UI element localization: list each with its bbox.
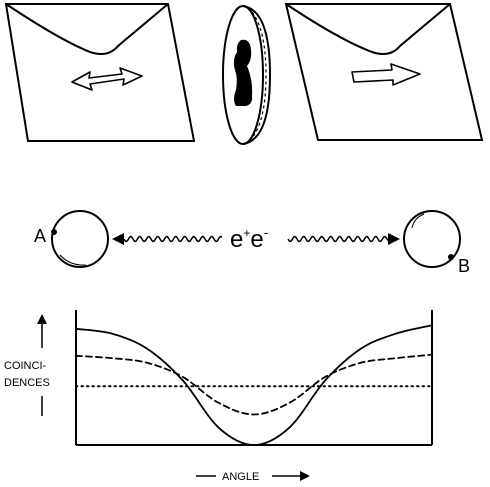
plot-frame: [75, 310, 433, 446]
left-arrowhead-icon: [112, 233, 124, 245]
point-b: [448, 254, 454, 260]
ylabel-line1: COINCI-: [4, 360, 47, 372]
pair-label: e+e-: [230, 224, 269, 253]
left-wavy-line: [123, 235, 223, 243]
double-headed-arrow-icon: [71, 67, 143, 91]
x-axis-label: ANGLE: [196, 471, 310, 483]
right-arrow-icon: [351, 63, 421, 86]
xlabel: ANGLE: [222, 471, 259, 483]
left-card: [4, 3, 196, 142]
photon-left: [112, 233, 223, 245]
curve-dashed: [75, 353, 433, 416]
plot-curves: [75, 324, 433, 446]
coin-rim: [242, 5, 272, 145]
left-card-outline: [4, 3, 196, 142]
curve-solid: [75, 324, 433, 446]
pair-label-e2: e: [250, 226, 263, 253]
sphere-a: [51, 210, 109, 268]
pair-label-e1: e: [230, 226, 243, 253]
sphere-a-shading: [59, 254, 87, 266]
sphere-b: [403, 210, 461, 268]
right-card-outline: [284, 3, 484, 141]
photon-right: [287, 233, 400, 245]
coin: [222, 5, 272, 145]
coin-rim-dashed: [251, 11, 267, 139]
sphere-b-group: B: [403, 210, 470, 276]
sphere-a-group: A: [34, 210, 109, 268]
right-card: [284, 3, 484, 141]
sphere-b-label: B: [458, 256, 470, 276]
sphere-a-label: A: [34, 226, 46, 246]
right-card-flap: [285, 3, 451, 55]
y-up-arrowhead-icon: [37, 314, 47, 324]
point-a: [51, 229, 57, 235]
pair-label-text: e+e-: [230, 224, 269, 253]
pair-label-minus: -: [264, 224, 269, 240]
x-right-arrowhead-icon: [300, 471, 310, 481]
chess-piece-silhouette-icon: [233, 39, 253, 106]
right-wavy-line: [287, 235, 389, 243]
pair-label-plus: +: [243, 226, 250, 240]
left-card-flap: [5, 3, 169, 55]
ylabel-line2: DENCES: [4, 377, 50, 389]
sphere-b-shading: [411, 213, 425, 229]
y-axis-label: COINCI- DENCES: [4, 314, 50, 416]
right-arrowhead-icon: [388, 233, 400, 245]
